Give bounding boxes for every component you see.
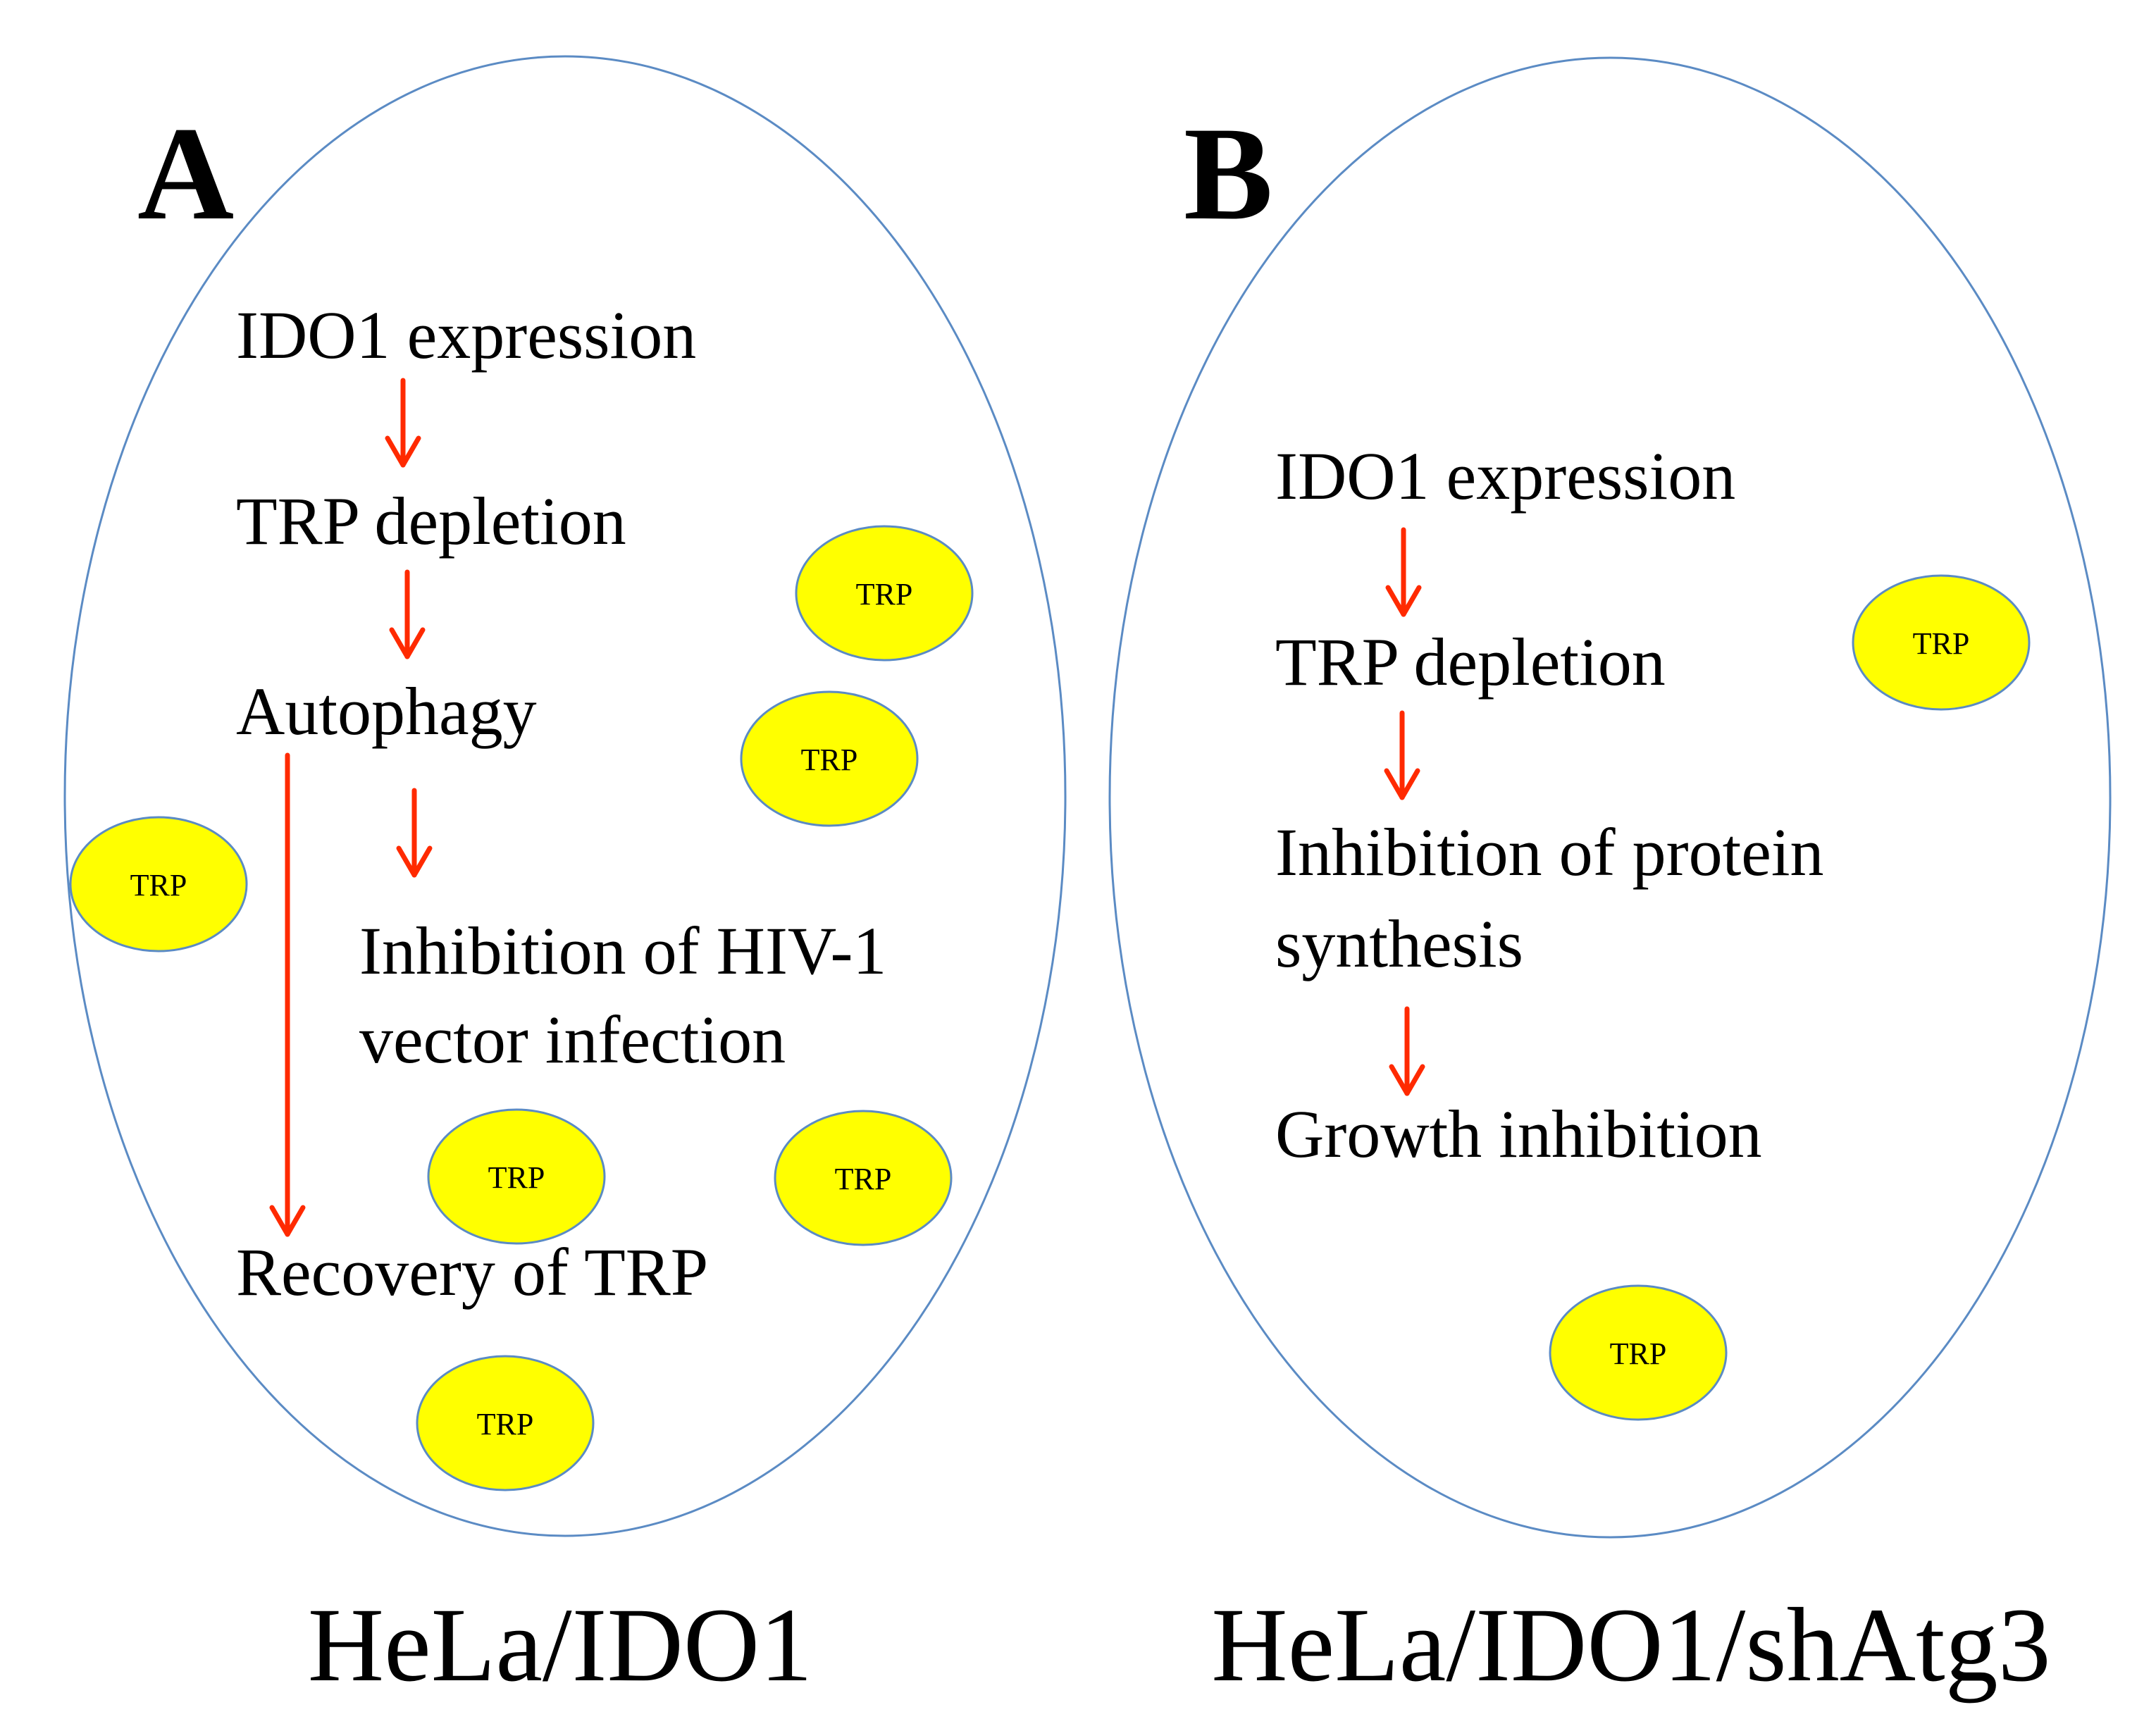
- panel-a-trp-molecule: TRP: [774, 1110, 953, 1246]
- panel-a-step-trp-depletion: TRP depletion: [236, 483, 626, 559]
- panel-b-arrow-inhibition-to-growth: [1389, 1006, 1425, 1096]
- panel-b-step-ido1-expression: IDO1 expression: [1275, 438, 1735, 514]
- panel-a-step-autophagy: Autophagy: [236, 674, 537, 749]
- panel-b-step-inhibition-line2: synthesis: [1275, 906, 1523, 981]
- svg-text:TRP: TRP: [801, 743, 858, 777]
- panel-b: B IDO1 expression TRP depletion Inhibiti…: [1108, 56, 2112, 1704]
- panel-b-step-trp-depletion: TRP depletion: [1275, 624, 1666, 700]
- svg-text:TRP: TRP: [856, 577, 913, 612]
- svg-text:TRP: TRP: [130, 868, 187, 902]
- panel-a: A IDO1 expression TRP depletion Autophag…: [63, 55, 1067, 1704]
- panel-a-step-recovery-of-trp: Recovery of TRP: [236, 1234, 708, 1310]
- panel-a-step-inhibition-line1: Inhibition of HIV-1: [359, 913, 886, 988]
- panel-b-arrow-depletion-to-inhibition: [1384, 710, 1420, 800]
- panel-a-trp-molecule: TRP: [69, 816, 248, 953]
- panel-a-cell-outline: [63, 55, 1067, 1537]
- panel-a-arrow-autophagy-to-inhibition: [396, 788, 433, 878]
- panel-a-step-inhibition-line2: vector infection: [359, 1002, 786, 1077]
- panel-b-letter: B: [1184, 100, 1273, 248]
- panel-a-arrow-ido1-to-depletion: [385, 378, 421, 468]
- panel-b-trp-molecule: TRP: [1852, 574, 2031, 711]
- svg-text:TRP: TRP: [1610, 1336, 1667, 1371]
- panel-a-letter: A: [137, 100, 234, 248]
- panel-a-trp-molecule: TRP: [740, 690, 919, 827]
- svg-text:TRP: TRP: [488, 1160, 545, 1195]
- panel-a-arrow-autophagy-to-recovery: [269, 752, 306, 1237]
- panel-b-step-inhibition-line1: Inhibition of protein: [1275, 814, 1824, 890]
- panel-a-trp-molecule: TRP: [795, 525, 974, 662]
- panel-b-step-growth-inhibition: Growth inhibition: [1275, 1096, 1762, 1172]
- svg-text:TRP: TRP: [477, 1407, 534, 1441]
- panel-b-cell-outline: [1108, 56, 2112, 1539]
- svg-text:TRP: TRP: [835, 1162, 892, 1196]
- panel-a-trp-molecule: TRP: [427, 1108, 606, 1245]
- panel-b-trp-molecule: TRP: [1549, 1284, 1728, 1421]
- svg-text:TRP: TRP: [1913, 626, 1970, 661]
- panel-a-step-ido1-expression: IDO1 expression: [236, 297, 696, 373]
- panel-a-arrow-depletion-to-autophagy: [389, 569, 426, 659]
- panel-a-trp-molecule: TRP: [416, 1355, 595, 1491]
- panel-b-caption: HeLa/IDO1/shAtg3: [1211, 1587, 2050, 1704]
- panel-a-caption: HeLa/IDO1: [308, 1587, 812, 1704]
- panel-b-arrow-ido1-to-depletion: [1385, 527, 1422, 617]
